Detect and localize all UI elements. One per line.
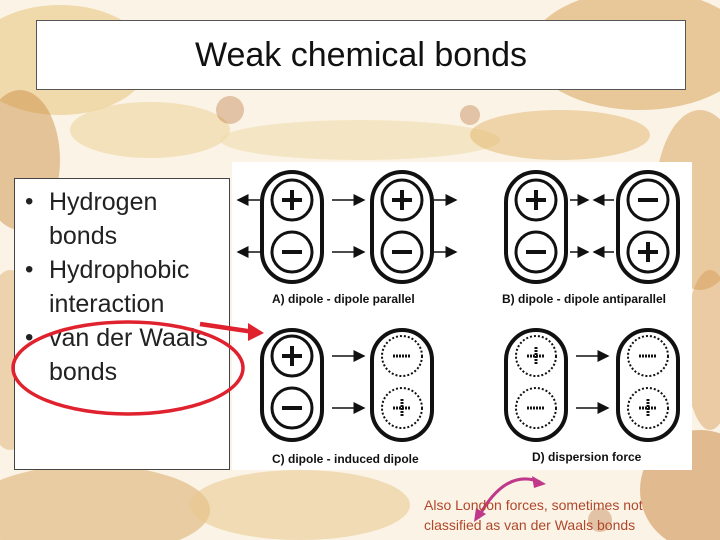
note-line-1: Also London forces, sometimes not [424, 497, 643, 513]
slide-title: Weak chemical bonds [36, 20, 686, 90]
panel-a-dipole-parallel [236, 170, 458, 284]
caption-panel-d: D) dispersion force [532, 450, 642, 464]
caption-panel-c: C) dipole - induced dipole [272, 452, 419, 466]
bullet-van-der-waals-bonds: van der Waals bonds [23, 321, 228, 389]
caption-panel-a: A) dipole - dipole parallel [272, 292, 415, 306]
panel-c-dipole-induced-dipole [260, 328, 434, 442]
bullet-list-box: Hydrogen bonds Hydrophobic interaction v… [14, 178, 230, 470]
london-forces-note: Also London forces, sometimes not classi… [424, 495, 714, 535]
dipole-interaction-diagram: A) dipole - dipole parallel B) dipole - … [232, 162, 692, 470]
panel-d-dispersion-force [504, 328, 680, 442]
bullet-hydrophobic-interaction: Hydrophobic interaction [23, 253, 228, 321]
panel-b-dipole-antiparallel [504, 170, 680, 284]
bullet-hydrogen-bonds: Hydrogen bonds [23, 185, 228, 253]
bullet-list: Hydrogen bonds Hydrophobic interaction v… [23, 185, 228, 389]
note-line-2: classified as van der Waals bonds [424, 517, 636, 533]
caption-panel-b: B) dipole - dipole antiparallel [502, 292, 666, 306]
